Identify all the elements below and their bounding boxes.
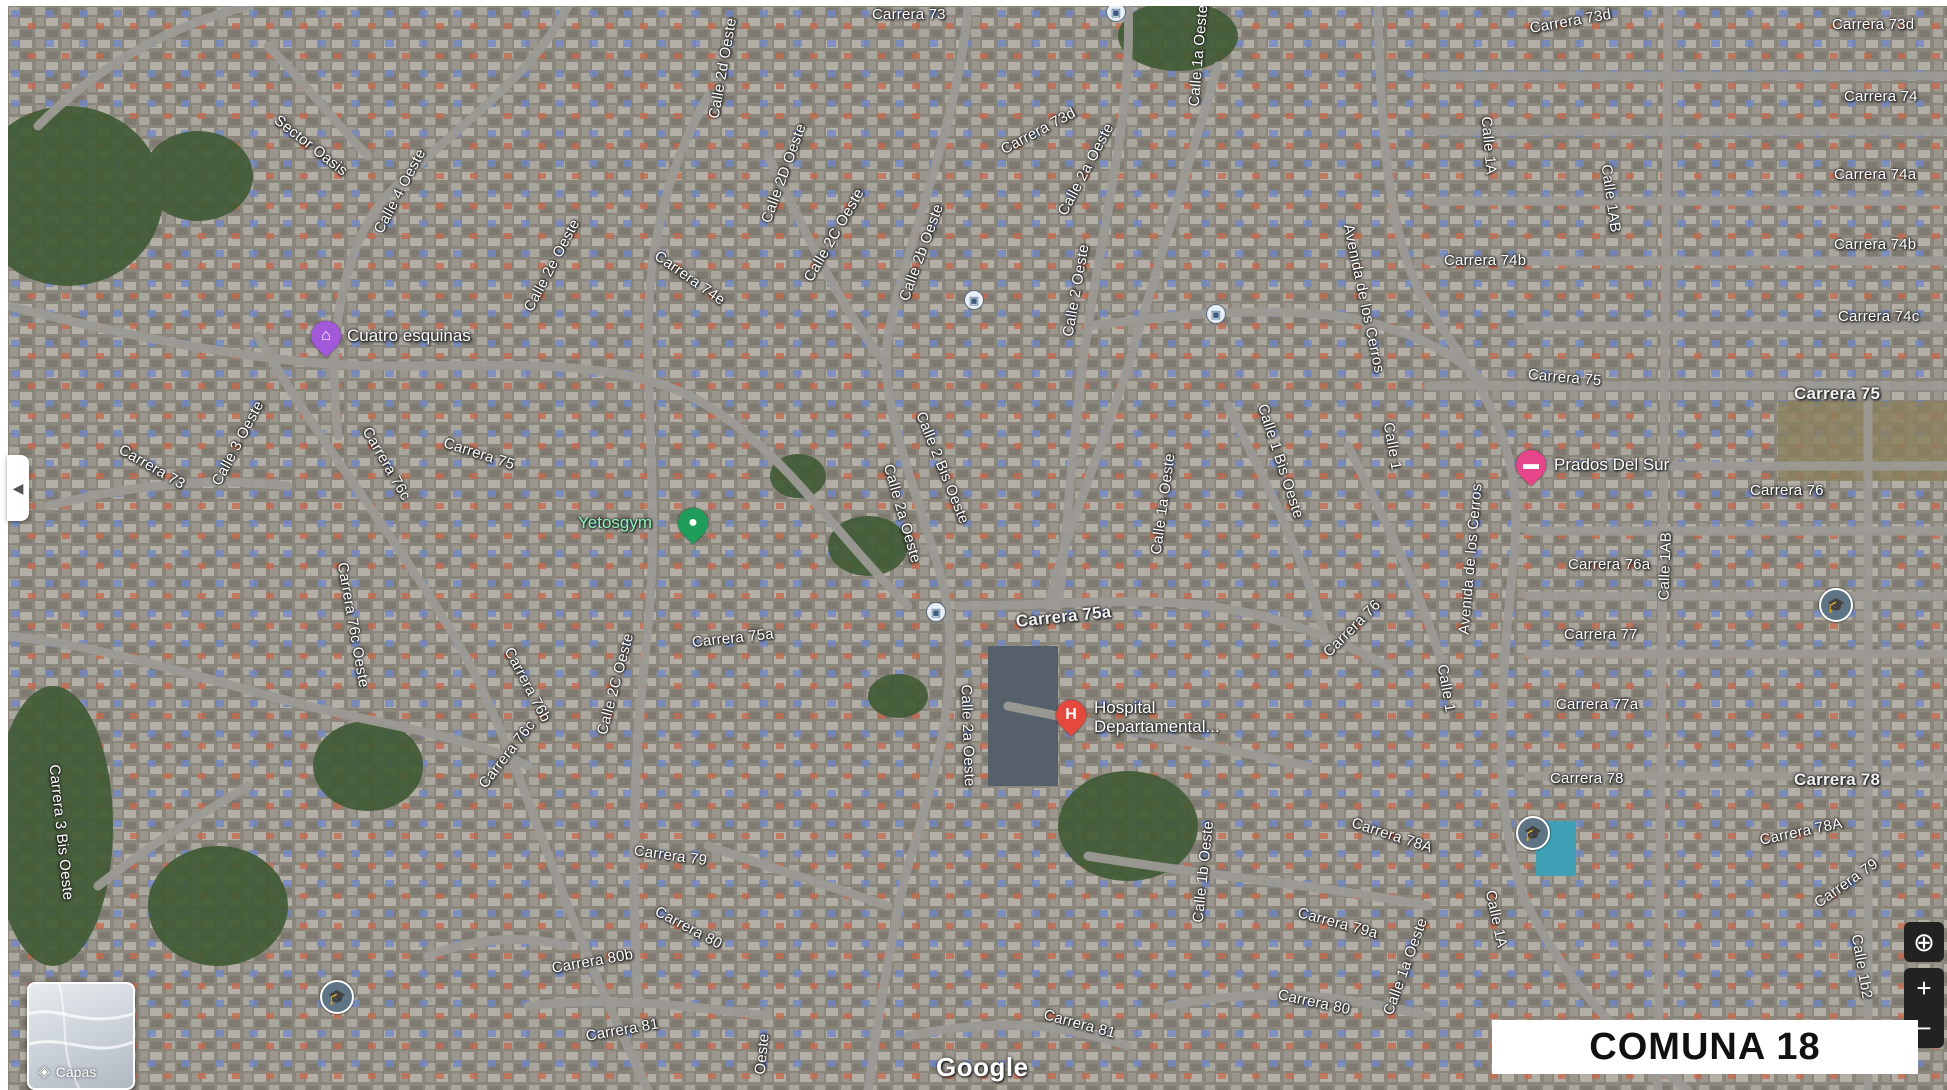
layers-button[interactable]: ◈ Capas (27, 982, 135, 1090)
street-network (8, 6, 1947, 1090)
map-thumbnail (29, 984, 133, 1088)
layers-icon: ◈ (39, 1063, 50, 1079)
road-label: Carrera 74a (1834, 166, 1917, 183)
road-label: Calle 1AB (1655, 531, 1675, 601)
road-label: Carrera 74b (1444, 252, 1527, 269)
crosshair-icon: ⊕ (1913, 926, 1935, 957)
landmark-pin-icon: ⌂ (304, 314, 348, 358)
bus-stop-icon[interactable]: ▣ (926, 602, 946, 622)
bus-stop-icon[interactable]: ▣ (1206, 304, 1226, 324)
poi-label: Departamental... (1094, 717, 1220, 736)
poi-label: Hospital (1094, 698, 1156, 717)
road-label: Carrera 74 (1844, 88, 1918, 105)
road-label: Carrera 78 (1550, 770, 1624, 787)
chevron-left-icon: ◀ (12, 479, 24, 496)
school-icon[interactable]: 🎓 (320, 980, 354, 1014)
gym-pin-icon: ● (671, 501, 715, 545)
school-icon[interactable]: 🎓 (1516, 816, 1550, 850)
road-label: Carrera 74b (1834, 236, 1917, 253)
road-label: Carrera 75 (1794, 384, 1881, 403)
comuna-title: COMUNA 18 (1492, 1020, 1918, 1074)
school-icon[interactable]: 🎓 (1819, 588, 1853, 622)
zoom-in-button[interactable]: + (1904, 968, 1944, 1008)
poi-label: Yetosgym (578, 513, 653, 532)
frame-edge (0, 0, 8, 1090)
road-label: Carrera 73 (872, 6, 946, 23)
road-label: Carrera 78 (1794, 770, 1881, 789)
lodging-pin-icon: ▬ (1509, 443, 1553, 487)
hospital-pin-icon: H (1049, 693, 1093, 737)
satellite-map[interactable]: Carrera 73d Carrera 73d Carrera 74 Carre… (8, 6, 1947, 1090)
road-label: Carrera 77 (1564, 626, 1638, 643)
road-label: Carrera 73d (1832, 16, 1915, 33)
my-location-button[interactable]: ⊕ (1904, 922, 1944, 962)
road-label: Carrera 77a (1556, 696, 1639, 713)
bus-stop-icon[interactable]: ▣ (1106, 6, 1126, 22)
layers-label: ◈ Capas (39, 1063, 96, 1080)
layers-text: Capas (55, 1063, 97, 1080)
road-label: Carrera 76a (1568, 556, 1651, 573)
side-panel-toggle[interactable]: ◀ (7, 455, 29, 521)
google-logo: Google (936, 1052, 1029, 1082)
frame-edge (0, 0, 1947, 6)
road-label: Carrera 74c (1838, 308, 1920, 325)
poi-label: Cuatro esquinas (347, 326, 471, 345)
bus-stop-icon[interactable]: ▣ (964, 290, 984, 310)
road-label: Calle 2a Oeste (957, 684, 979, 787)
poi-label: Prados Del Sur (1554, 455, 1670, 474)
road-label: Carrera 76 (1750, 482, 1824, 499)
